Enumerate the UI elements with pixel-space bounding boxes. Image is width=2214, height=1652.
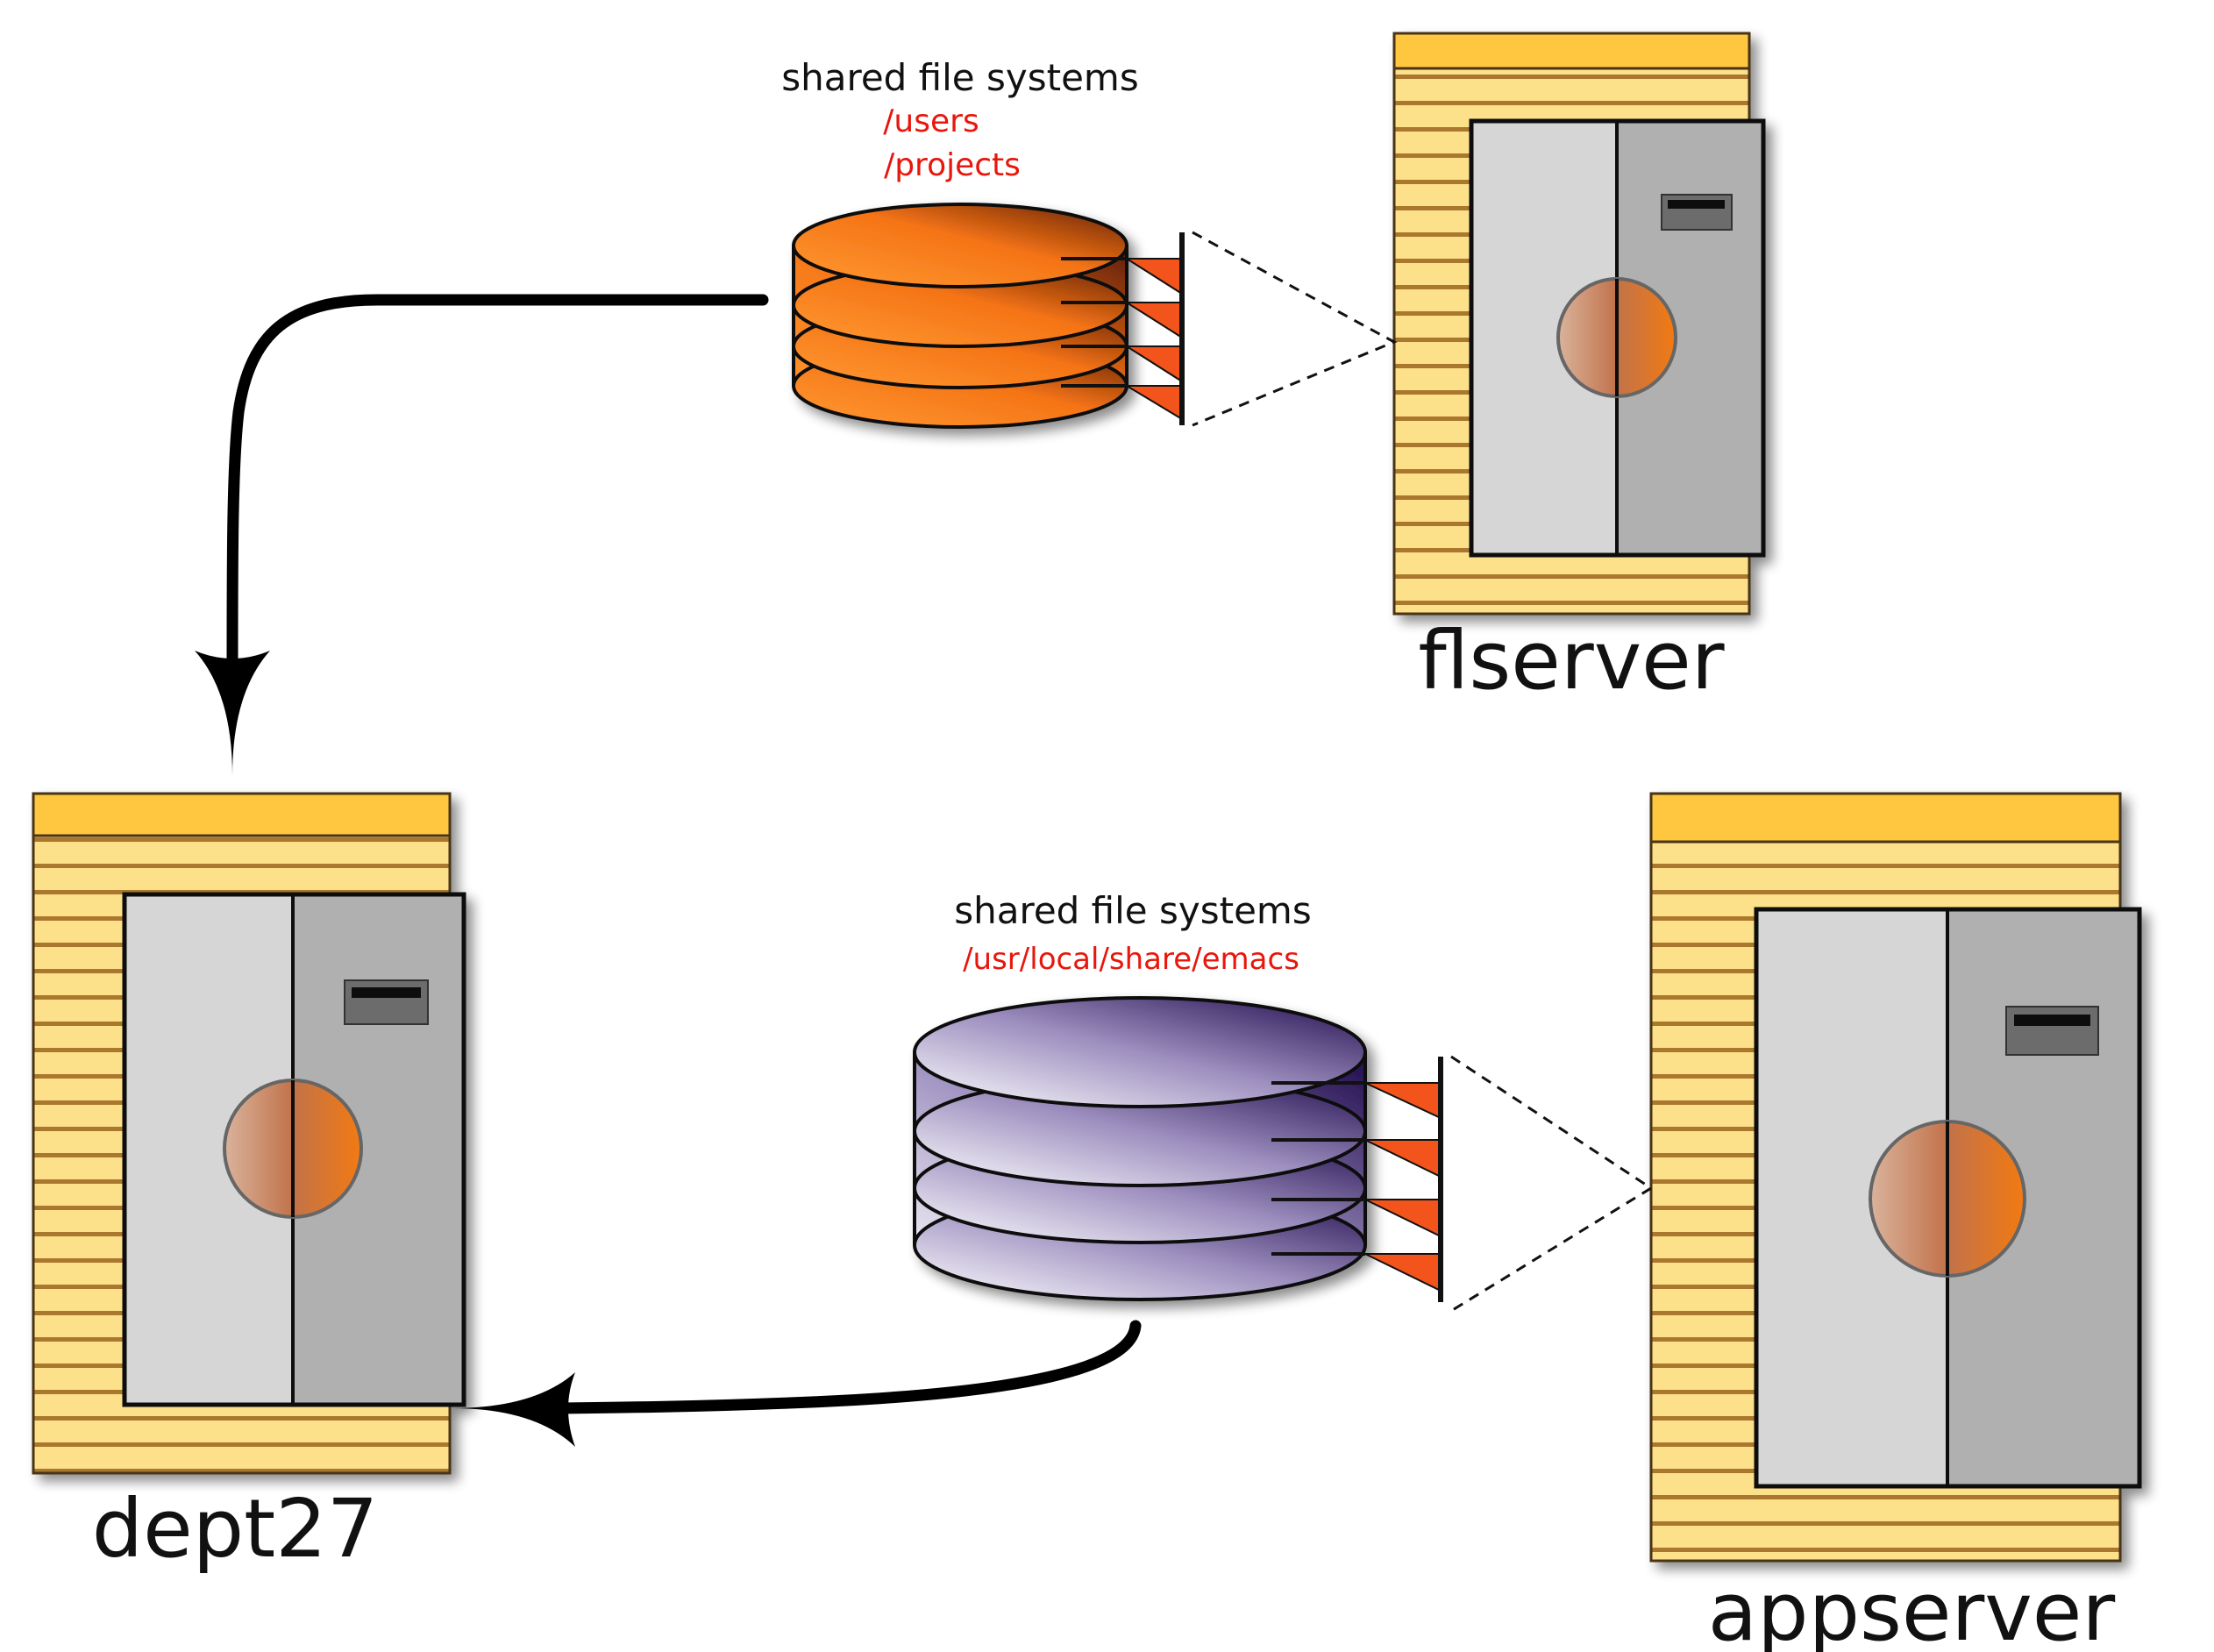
server-flserver xyxy=(1392,32,1766,616)
disk-connector-purple xyxy=(1271,1057,1443,1302)
disk-stack-orange xyxy=(792,203,1128,429)
server-dept27 xyxy=(32,792,466,1475)
server-label-flserver: flserver xyxy=(1418,614,1724,708)
disk-connector-orange xyxy=(1061,232,1185,425)
dashed-link-flserver xyxy=(1192,231,1398,427)
storage-bottom-captions: shared file systems /usr/local/share/ema… xyxy=(954,889,1311,977)
storage-path: /usr/local/share/emacs xyxy=(963,942,1299,977)
rack-top xyxy=(1392,32,1751,70)
storage-top-captions: shared file systems /users /projects xyxy=(781,56,1138,183)
server-label-dept27: dept27 xyxy=(92,1482,379,1576)
dashed-link-appserver xyxy=(1450,1055,1654,1313)
storage-path: /projects xyxy=(884,147,1021,183)
rack-top xyxy=(1649,792,2122,844)
arrow-flserver-to-dept27 xyxy=(195,294,769,776)
server-label-appserver: appserver xyxy=(1708,1565,2116,1652)
arrow-purple-to-dept27 xyxy=(452,1320,1142,1447)
drive-slot xyxy=(344,979,429,1025)
disk-stack-purple xyxy=(913,996,1367,1301)
rack-top xyxy=(32,792,452,837)
storage-caption: shared file systems xyxy=(781,56,1138,99)
drive-slot xyxy=(2005,1006,2099,1056)
storage-caption: shared file systems xyxy=(954,889,1311,932)
storage-path: /users xyxy=(883,103,979,139)
server-appserver xyxy=(1649,792,2142,1563)
